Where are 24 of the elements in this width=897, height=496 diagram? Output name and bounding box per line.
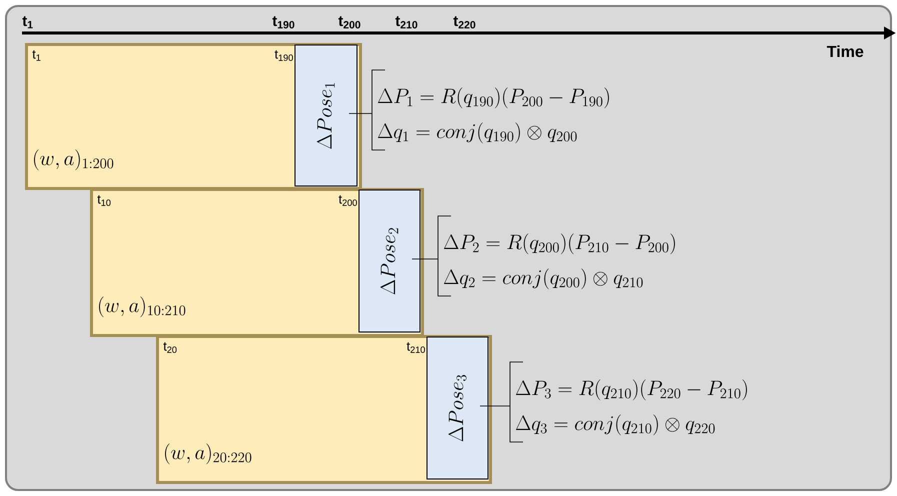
pose-equation: $\Delta q_3 = conj(q_{210}) \otimes q_{220}$ xyxy=(516,414,715,436)
pose-equation: $\Delta P_2 = R(q_{200})(P_{210} - P_{200})$ xyxy=(444,233,675,254)
tick-label: t$_{1}$ xyxy=(22,16,33,28)
pose-equation: $\Delta P_1 = R(q_{190})(P_{200} - P_{190})$ xyxy=(378,87,609,108)
tick-label: t$_{220}$ xyxy=(453,16,476,28)
axis-title: Time xyxy=(826,45,864,58)
pose-equation: $\Delta q_2 = conj(q_{200}) \otimes q_{210}$ xyxy=(444,268,643,290)
time-label: t$_{20}$ xyxy=(163,342,177,353)
pose-box: $\Delta Pose_2$ xyxy=(358,190,420,332)
window-formula: $(w,a)_{20:220}$ xyxy=(165,443,252,464)
pose-equation: $\Delta P_3 = R(q_{210})(P_{220} - P_{210})$ xyxy=(516,379,747,400)
time-label: t$_{210}$ xyxy=(406,342,425,353)
tick-label: t$_{200}$ xyxy=(338,16,360,28)
time-label: t$_{10}$ xyxy=(97,195,111,206)
time-label: t$_{190}$ xyxy=(274,50,293,61)
pose-box: $\Delta Pose_1$ xyxy=(294,44,358,186)
window-formula: $(w,a)_{10:210}$ xyxy=(99,296,186,318)
time-label: t$_{1}$ xyxy=(32,50,40,61)
window-formula: $(w,a)_{1:200}$ xyxy=(34,149,114,170)
time-label: t$_{200}$ xyxy=(338,195,357,206)
tick-label: t$_{210}$ xyxy=(395,16,418,28)
tick-label: t$_{190}$ xyxy=(272,16,294,28)
pose-equation: $\Delta q_1 = conj(q_{190}) \otimes q_{200}$ xyxy=(378,122,577,144)
pose-box: $\Delta Pose_3$ xyxy=(426,336,488,480)
